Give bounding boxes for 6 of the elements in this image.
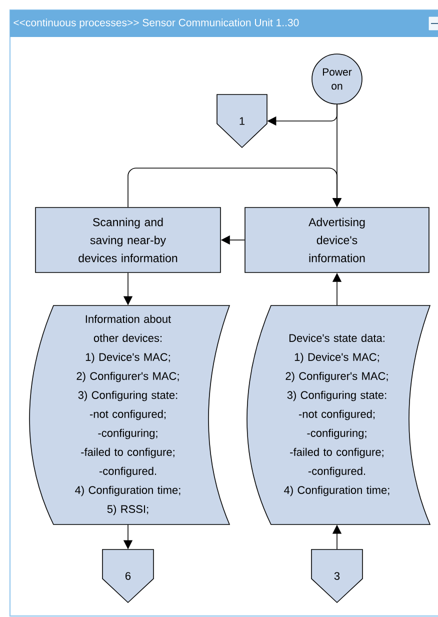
off-page-connector: 3	[311, 549, 363, 604]
process-box: Scanning and saving near-by devices information	[35, 207, 221, 273]
arrow	[128, 168, 342, 208]
process-box: Advertising device's information	[244, 207, 430, 273]
off-page-connector: 6	[102, 549, 154, 604]
off-page-connector: 1	[216, 94, 268, 148]
